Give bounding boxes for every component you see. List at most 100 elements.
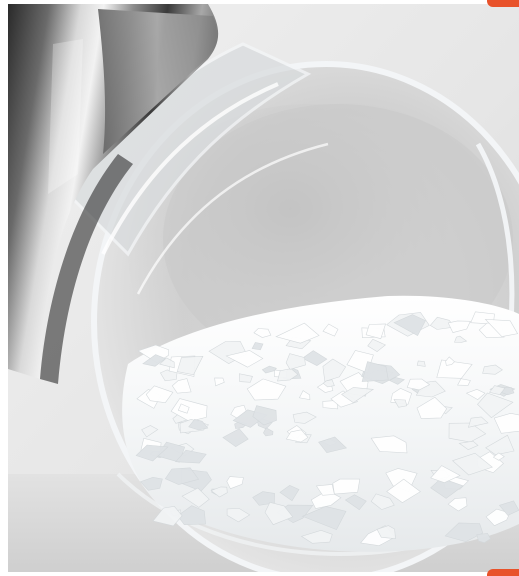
flake-shard xyxy=(467,416,489,428)
flake-shard xyxy=(210,486,228,498)
flake-shard xyxy=(246,378,287,401)
flake-shard xyxy=(277,368,299,382)
flake-shard xyxy=(322,400,339,410)
flake-shard xyxy=(145,385,174,404)
flake-shard xyxy=(416,360,426,367)
lid-top-band xyxy=(98,9,217,154)
flake-shard xyxy=(436,359,473,379)
white-flakes xyxy=(122,295,519,552)
flake-shard xyxy=(152,505,183,527)
flake-shard xyxy=(447,497,468,512)
flake-shard xyxy=(301,350,328,366)
jar-photo-scene xyxy=(8,4,519,572)
flake-shard xyxy=(188,418,209,431)
jar-edge-highlight xyxy=(136,142,329,295)
flake-shard xyxy=(393,314,426,337)
flake-shard xyxy=(344,494,367,511)
flake-shard xyxy=(159,369,178,382)
flake-shard xyxy=(315,484,335,496)
flake-shard xyxy=(370,435,408,454)
flake-shard xyxy=(264,501,294,526)
flake-shard xyxy=(330,390,359,408)
flake-shard xyxy=(164,467,200,485)
flake-shard xyxy=(493,412,519,434)
flake-shard xyxy=(430,477,464,499)
jar-rim-highlight xyxy=(101,82,279,255)
flake-shard xyxy=(341,387,375,404)
flake-shard xyxy=(332,478,361,495)
flake-shard xyxy=(477,392,514,419)
metal-lid xyxy=(8,4,219,384)
flake-shard xyxy=(135,444,169,462)
flake-shard xyxy=(225,350,264,368)
flake-shard xyxy=(376,525,396,540)
flake-shard xyxy=(181,487,210,508)
flake-shard xyxy=(141,425,159,438)
flake-shard xyxy=(444,522,484,543)
lid-side xyxy=(8,4,219,379)
flake-shard xyxy=(445,356,455,366)
flake-shard xyxy=(285,353,306,370)
flake-shard xyxy=(492,452,505,461)
flake-shard xyxy=(498,500,519,516)
flake-shard xyxy=(465,388,486,400)
flake-shard xyxy=(476,533,491,544)
flake-shard xyxy=(388,377,405,385)
flake-shard xyxy=(159,357,175,369)
flake-shard xyxy=(365,323,387,340)
flake-shard xyxy=(253,328,272,338)
flake-shard xyxy=(285,429,309,443)
flake-shard xyxy=(457,378,471,386)
flake-shard xyxy=(370,493,395,510)
flake-shard xyxy=(226,476,244,490)
corner-accent-top xyxy=(487,0,519,7)
flake-shard xyxy=(214,377,225,387)
flake-shard xyxy=(406,378,431,391)
flake-shard xyxy=(139,476,163,491)
flake-shard xyxy=(452,452,493,476)
flake-shard xyxy=(251,342,264,351)
lid-reflection xyxy=(48,39,83,194)
corner-accent-bottom xyxy=(487,569,519,576)
flake-shard xyxy=(448,422,487,443)
flake-shard xyxy=(252,491,275,506)
flake-shard xyxy=(175,449,207,464)
flake-shard xyxy=(142,354,167,367)
flake-shard xyxy=(222,428,249,447)
flake-shard xyxy=(275,322,320,344)
flake-shard xyxy=(298,390,311,401)
flake-shard xyxy=(447,320,471,333)
flake-shard xyxy=(393,399,408,408)
flake-shard xyxy=(322,323,339,337)
flake-shard xyxy=(416,396,448,419)
flake-shard xyxy=(177,403,190,414)
flake-shard xyxy=(485,508,511,527)
flake-shard xyxy=(301,506,347,530)
flake-shard xyxy=(367,338,386,352)
flake-shard xyxy=(300,529,333,544)
lid-rim-shadow xyxy=(40,154,133,384)
flake-shard xyxy=(171,378,192,394)
flake-shard xyxy=(454,335,468,343)
flake-shard xyxy=(488,385,506,396)
flake-shard xyxy=(484,318,519,337)
flake-shard xyxy=(318,436,348,454)
flake-shard xyxy=(263,427,274,437)
flake-shard xyxy=(485,434,515,456)
flake-shard xyxy=(279,485,300,502)
flake-shard xyxy=(361,361,389,382)
flake-shard xyxy=(322,379,335,388)
flake-shard xyxy=(226,507,251,523)
flake-shard xyxy=(292,411,317,424)
flake-shard xyxy=(238,373,253,383)
flake-shards xyxy=(135,311,519,547)
flake-shard xyxy=(458,440,479,451)
flake-shard xyxy=(261,365,277,374)
flake-shard xyxy=(386,478,421,503)
flake-shard xyxy=(176,355,204,376)
flake-shard xyxy=(482,364,503,375)
flake-shard xyxy=(177,505,206,526)
flake-shard xyxy=(252,405,277,426)
flake-shard xyxy=(170,398,208,422)
